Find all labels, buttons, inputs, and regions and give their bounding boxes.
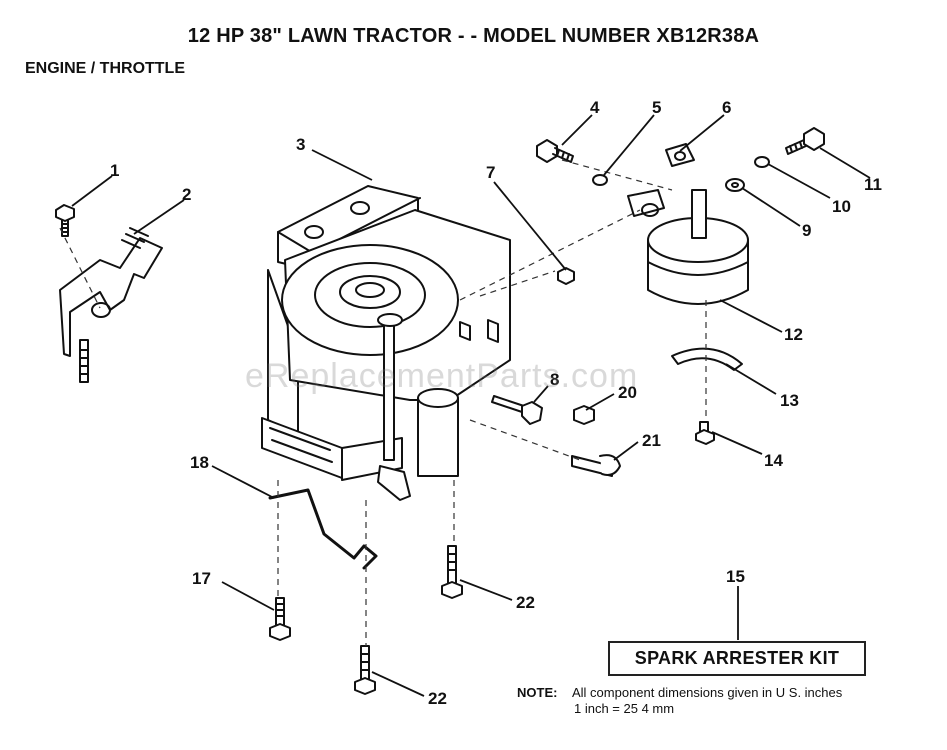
part-9-washer	[725, 178, 745, 192]
part-22-bolt-upper	[441, 545, 463, 599]
note-line-1: All component dimensions given in U S. i…	[572, 685, 843, 700]
callout-20: 20	[618, 383, 637, 402]
part-4-bolt	[536, 139, 574, 163]
watermark-text: eReplacementParts.com	[245, 357, 639, 395]
callout-3: 3	[296, 135, 305, 154]
part-21-bracket	[571, 454, 621, 477]
callout-21: 21	[642, 431, 661, 450]
callout-11: 11	[864, 175, 882, 194]
callout-2: 2	[182, 185, 191, 204]
callout-14: 14	[764, 451, 783, 470]
callout-1: 1	[110, 161, 119, 180]
diagram-title: 12 HP 38" LAWN TRACTOR - - MODEL NUMBER …	[187, 25, 760, 47]
part-13-clamp	[671, 347, 743, 371]
part-5-washer	[592, 174, 608, 186]
callout-4: 4	[590, 98, 600, 117]
part-14-bolt	[695, 421, 715, 445]
callout-22-lower: 22	[428, 689, 447, 708]
spark-arrester-kit-box: SPARK ARRESTER KIT	[608, 641, 866, 676]
callout-12: 12	[784, 325, 803, 344]
callout-10: 10	[832, 197, 851, 216]
callout-13: 13	[780, 391, 799, 410]
part-10-washer	[754, 156, 770, 168]
callout-17: 17	[192, 569, 211, 588]
callout-15: 15	[726, 567, 745, 586]
callout-5: 5	[652, 98, 661, 117]
part-12-muffler	[627, 189, 749, 305]
callout-18: 18	[190, 453, 209, 472]
callout-8: 8	[550, 370, 559, 389]
part-1-bolt	[55, 204, 75, 237]
part-11-bolt	[785, 127, 825, 155]
part-6-gasket	[665, 143, 695, 167]
note-line-2: 1 inch = 25 4 mm	[574, 701, 675, 716]
callout-7: 7	[486, 163, 495, 182]
part-17-bolt	[269, 597, 291, 641]
part-7-nut	[557, 267, 575, 285]
callout-9: 9	[802, 221, 811, 240]
part-3-engine	[261, 185, 511, 501]
part-18-rod	[268, 488, 378, 570]
section-subtitle: ENGINE / THROTTLE	[25, 60, 185, 77]
dimension-note: NOTE: All component dimensions given in U…	[517, 685, 842, 717]
callout-6: 6	[722, 98, 731, 117]
part-8-bolt	[491, 395, 543, 425]
callout-22-upper: 22	[516, 593, 535, 612]
part-20-nut	[573, 405, 595, 425]
part-2-throttle-bracket	[59, 227, 163, 383]
note-heading: NOTE:	[517, 685, 558, 700]
part-22-bolt-lower	[354, 645, 376, 695]
